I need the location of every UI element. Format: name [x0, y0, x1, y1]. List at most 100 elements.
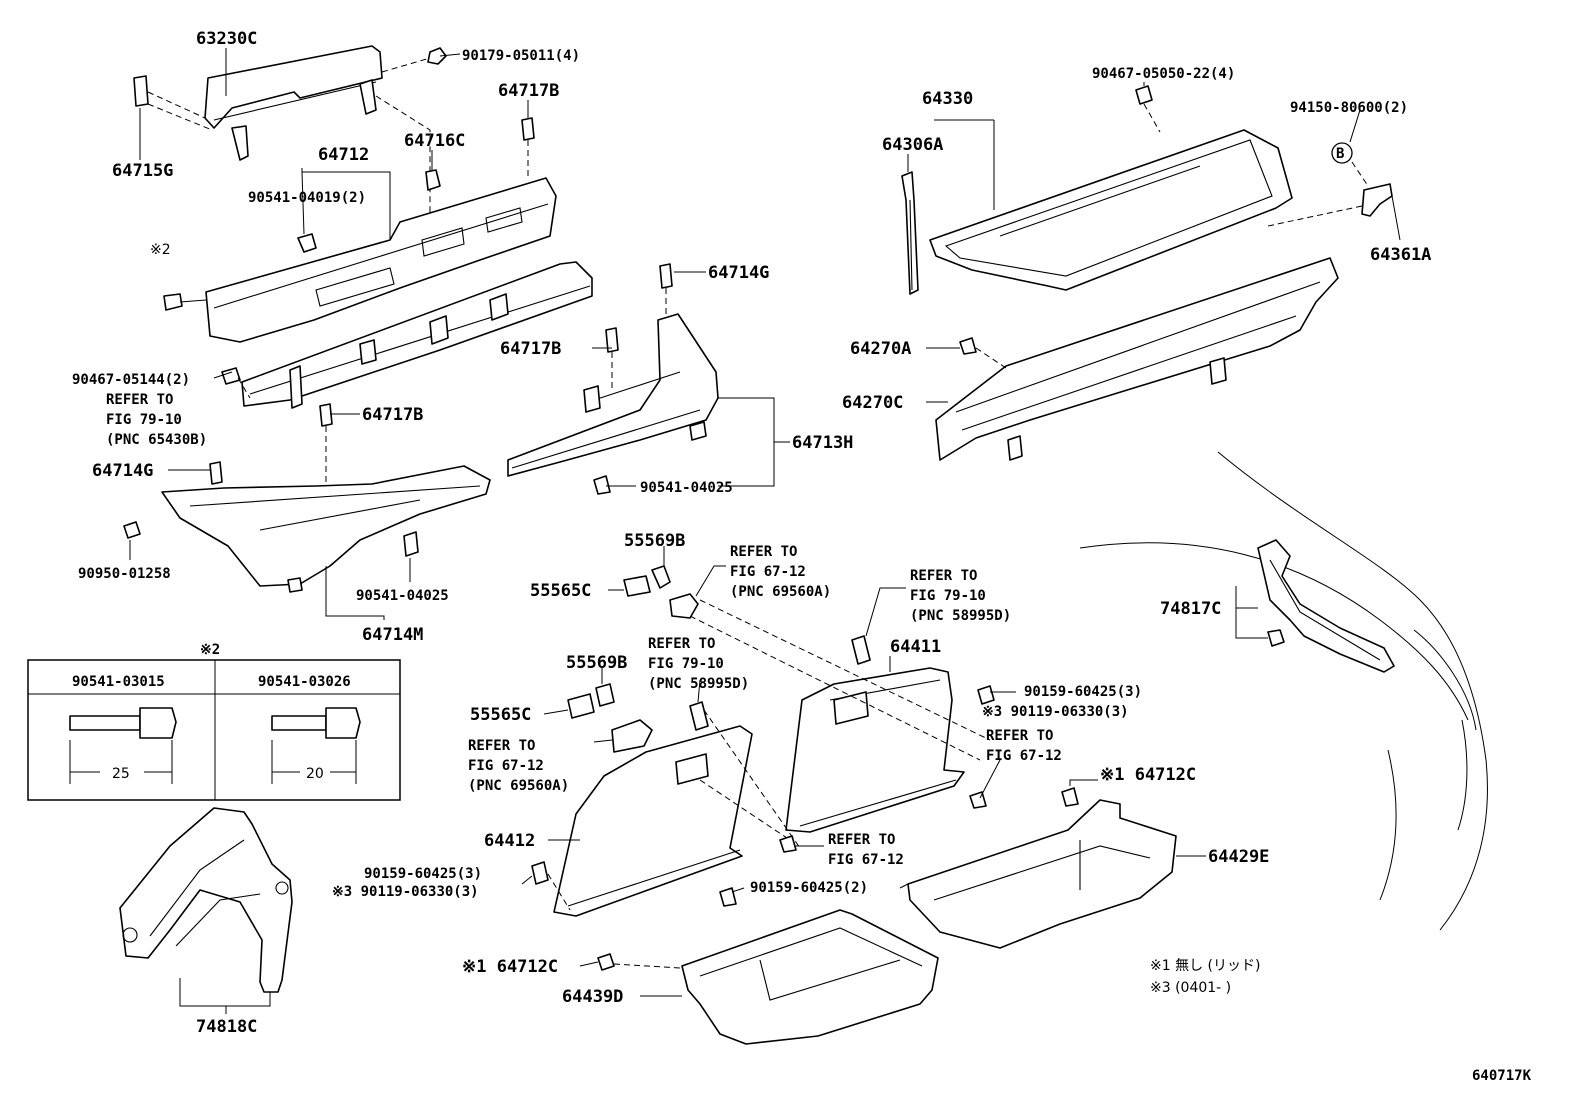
label-64361A: 64361A	[1370, 245, 1431, 265]
label-64712: 64712	[318, 145, 369, 165]
part-90179-clip	[427, 47, 447, 65]
part-64713H-lower-rail	[241, 261, 593, 409]
label-refer-67-12-d-line1: REFER TO	[828, 832, 895, 848]
part-striker-right	[851, 635, 871, 665]
part-55565C-top	[623, 575, 651, 597]
label-64712C-right: ※1 64712C	[1100, 765, 1196, 785]
label-63230C: 63230C	[196, 29, 257, 49]
part-64714M-sill	[161, 465, 491, 593]
label-90159-60425-right: 90159-60425(3)	[1024, 684, 1142, 700]
inset-dim1: 25	[112, 766, 130, 782]
label-64439D: 64439D	[562, 987, 623, 1007]
part-64712C-left-clip	[597, 953, 681, 971]
label-refer-67-12-a-line2: FIG 67-12	[730, 564, 806, 580]
part-latch-top	[669, 593, 699, 619]
label-90119-06330-left: ※3 90119-06330(3)	[332, 884, 479, 900]
label-refer-67-12-c-line1: REFER TO	[986, 728, 1053, 744]
inset-title: ※2	[200, 642, 220, 658]
label-90159-60425-mid: 90159-60425(2)	[750, 880, 868, 896]
inset-col1-header: 90541-03015	[72, 674, 165, 690]
label-90541-04025-left: 90541-04025	[356, 588, 449, 604]
label-74817C: 74817C	[1160, 599, 1221, 619]
part-64439D-box	[681, 887, 939, 1045]
part-64717B-left-clip	[319, 403, 333, 486]
label-64716C: 64716C	[404, 131, 465, 151]
part-63230C-cover	[204, 45, 383, 161]
label-refer-79-10-b-line1: REFER TO	[910, 568, 977, 584]
part-90950-plug	[123, 521, 141, 539]
figure-code: 640717K	[1472, 1068, 1532, 1084]
label-refer-67-12-c-line2: FIG 67-12	[986, 748, 1062, 764]
part-74818C-trim	[119, 807, 293, 993]
part-64717B-top-clip	[521, 117, 535, 178]
label-x2: ※2	[150, 242, 171, 258]
label-90950-01258: 90950-01258	[78, 566, 171, 582]
part-64715G-bracket	[133, 75, 149, 107]
label-55565C-bottom: 55565C	[470, 705, 531, 725]
label-refer-79-10-c-line1: REFER TO	[648, 636, 715, 652]
label-90159-60425-left: 90159-60425(3)	[364, 866, 482, 882]
leader-lines	[129, 48, 1401, 1014]
part-x2-screw	[163, 293, 207, 311]
label-refer-67-12-b-line3: (PNC 69560A)	[468, 778, 569, 794]
label-90179-05011: 90179-05011(4)	[462, 48, 580, 64]
label-refer-79-10-c-line3: (PNC 58995D)	[648, 676, 749, 692]
part-90467-05144-clip	[221, 367, 251, 399]
part-64306A-strut	[901, 171, 919, 295]
part-64429E-box	[907, 787, 1177, 949]
inset-dim2: 20	[306, 766, 324, 782]
label-64270A: 64270A	[850, 339, 911, 359]
part-55565C-bottom	[567, 693, 595, 719]
part-screw-64411	[779, 685, 995, 853]
part-latch-bottom	[611, 719, 653, 753]
part-striker-left	[689, 701, 709, 731]
inset-col2-header: 90541-03026	[258, 674, 351, 690]
label-64429E: 64429E	[1208, 847, 1269, 867]
inset-screw-2	[271, 707, 361, 739]
vehicle-body-outline	[1079, 451, 1488, 931]
label-74818C: 74818C	[196, 1017, 257, 1037]
label-refer-67-12-d-line2: FIG 67-12	[828, 852, 904, 868]
part-55569B-bottom	[595, 683, 615, 707]
note-3: ※3 (0401- )	[1150, 980, 1231, 996]
part-74817C-trim	[1257, 539, 1395, 673]
part-64330-tray	[929, 129, 1293, 291]
part-64270A-clip	[959, 337, 1007, 369]
part-labels: 63230C 90179-05011(4) 64717B 64715G 6471…	[72, 29, 1532, 1084]
part-screw-90541-04019	[297, 233, 317, 253]
note-1: ※1 無し (リッド)	[1150, 958, 1260, 974]
label-64714G-left: 64714G	[92, 461, 153, 481]
label-64330: 64330	[922, 89, 973, 109]
part-55569B-top	[651, 565, 671, 589]
label-64712C-left: ※1 64712C	[462, 957, 558, 977]
inset-x2-table: ※2 90541-03015 90541-03026 25 20	[27, 642, 401, 801]
label-64717B-mid: 64717B	[500, 339, 561, 359]
label-94150-80600: 94150-80600(2)	[1290, 100, 1408, 116]
label-refer-79-10-a-line2: FIG 79-10	[106, 412, 182, 428]
label-64715G: 64715G	[112, 161, 173, 181]
circle-b-marker: B	[1331, 142, 1369, 187]
part-64412-panel	[553, 725, 753, 917]
part-90467-05050-clip	[1135, 85, 1161, 133]
label-refer-79-10-b-line3: (PNC 58995D)	[910, 608, 1011, 624]
part-64716C-clip	[425, 169, 441, 191]
label-90541-04025-right: 90541-04025	[640, 480, 733, 496]
part-64270C-panel	[935, 257, 1339, 461]
label-refer-67-12-a-line1: REFER TO	[730, 544, 797, 560]
label-55569B-top: 55569B	[624, 531, 685, 551]
label-64714M: 64714M	[362, 625, 423, 645]
label-64717B-left: 64717B	[362, 405, 423, 425]
inset-screw-1	[69, 707, 177, 739]
label-90119-06330-right: ※3 90119-06330(3)	[982, 704, 1129, 720]
label-refer-67-12-b-line2: FIG 67-12	[468, 758, 544, 774]
label-55565C-top: 55565C	[530, 581, 591, 601]
label-64412: 64412	[484, 831, 535, 851]
part-90541-04025-right-screw	[593, 475, 611, 495]
part-screw-64412	[531, 861, 571, 911]
part-64717B-mid-clip	[605, 327, 619, 390]
label-refer-79-10-a-line3: (PNC 65430B)	[106, 432, 207, 448]
label-refer-67-12-a-line3: (PNC 69560A)	[730, 584, 831, 600]
label-55569B-bottom: 55569B	[566, 653, 627, 673]
part-64714G-left-clip	[209, 461, 223, 485]
